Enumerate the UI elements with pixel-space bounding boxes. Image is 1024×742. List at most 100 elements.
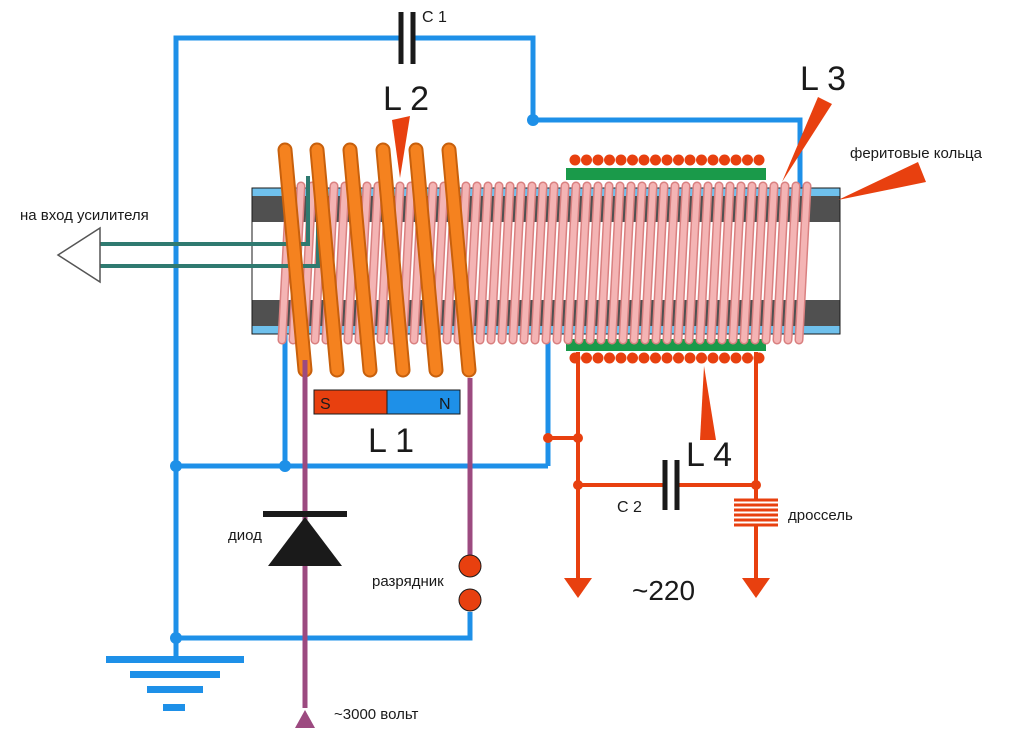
l4-turn-bead: [753, 154, 765, 166]
l3-turn-highlight: [763, 183, 777, 343]
l3-turn-highlight: [554, 183, 568, 343]
l4-turn-bead: [719, 154, 730, 166]
label-l4: L 4: [686, 436, 732, 474]
l4-turn-bead: [742, 352, 753, 364]
l4-turn-bead: [673, 352, 684, 364]
magnet-l1: [313, 389, 461, 415]
l3-turn-highlight: [664, 183, 678, 343]
label-diode: диод: [228, 527, 262, 544]
l3-turn-highlight: [587, 183, 601, 343]
l4-turn-bead: [581, 154, 592, 166]
l4-turn-bead: [742, 154, 753, 166]
mains-arrow-right: [742, 578, 770, 598]
l4-turn-bead: [684, 352, 696, 364]
label-spark-gap: разрядник: [372, 573, 444, 590]
l3-turn-highlight: [532, 183, 546, 343]
l4-turn-bead: [707, 154, 719, 166]
ground-symbol: [106, 656, 244, 711]
label-c1: С 1: [422, 9, 447, 26]
label-l3: L 3: [800, 60, 846, 98]
label-choke: дроссель: [788, 507, 853, 524]
l3-turn-highlight: [543, 183, 557, 343]
l2-turn-face: [410, 144, 442, 376]
l4-turn-bead: [638, 154, 650, 166]
l3-turn-highlight: [631, 183, 645, 343]
l4-turn-bead: [569, 154, 581, 166]
l4-turn-bead: [650, 154, 661, 166]
l4-turn-bead: [615, 352, 627, 364]
l3-turn-highlight: [609, 183, 623, 343]
l4-turn-bead: [730, 154, 742, 166]
l4-turn-bead: [730, 352, 742, 364]
mains-arrow-left: [564, 578, 592, 598]
l4-turn-bead: [661, 154, 673, 166]
l4-turn-bead: [650, 352, 661, 364]
l3-turn-highlight: [774, 183, 788, 343]
magnet-n-label: N: [439, 396, 451, 413]
l3-turn-highlight: [697, 183, 711, 343]
l3-turn-highlight: [675, 183, 689, 343]
l3-turn-highlight: [642, 183, 656, 343]
l4-turn-bead: [581, 352, 592, 364]
l4-turn-bead: [604, 154, 615, 166]
l4-turn-bead: [661, 352, 673, 364]
l3-turn-highlight: [752, 183, 766, 343]
l3-turn-highlight: [719, 183, 733, 343]
l4-turn-bead: [696, 352, 707, 364]
l4-band-top: [566, 168, 766, 180]
coil-l4-windings: [569, 154, 765, 364]
l3-turn-highlight: [565, 183, 579, 343]
l3-turn-highlight: [686, 183, 700, 343]
junction-dots-blue: [170, 114, 539, 644]
l4-turn-bead: [707, 352, 719, 364]
l4-turn-bead: [592, 154, 604, 166]
capacitor-c2: [662, 460, 680, 510]
l2-turn-face: [344, 144, 376, 376]
capacitor-c1: [398, 12, 416, 64]
label-high-voltage: ~3000 вольт: [334, 706, 419, 723]
spark-gap: [458, 554, 482, 612]
l3-turn-highlight: [785, 183, 799, 343]
l4-turn-bead: [719, 352, 730, 364]
l3-turn-highlight: [796, 183, 810, 343]
l2-turn-face: [311, 144, 343, 376]
label-c2: С 2: [617, 499, 642, 516]
label-mains: ~220: [632, 575, 695, 606]
l3-turn-highlight: [708, 183, 722, 343]
choke-coil: [734, 498, 778, 527]
magnet-s-label: S: [320, 396, 331, 413]
l3-turn-highlight: [653, 183, 667, 343]
l3-turn-highlight: [477, 183, 491, 343]
label-l1: L 1: [368, 422, 414, 460]
l4-turn-bead: [696, 154, 707, 166]
hv-arrow: [295, 710, 315, 728]
l4-turn-bead: [604, 352, 615, 364]
label-l2: L 2: [383, 80, 429, 118]
label-ferrite: феритовые кольца: [850, 145, 983, 162]
l3-turn-highlight: [730, 183, 744, 343]
amplifier-input-wires: [56, 176, 320, 284]
blue-wiring: [173, 35, 803, 658]
l4-turn-bead: [592, 352, 604, 364]
l3-turn-highlight: [620, 183, 634, 343]
l3-turn-highlight: [741, 183, 755, 343]
l2-turn-face: [443, 144, 475, 376]
diode-symbol: [263, 511, 347, 566]
l2-turn-face: [279, 144, 311, 376]
l3-turn-highlight: [576, 183, 590, 343]
l4-turn-bead: [673, 154, 684, 166]
l3-turn-highlight: [499, 183, 513, 343]
l4-turn-bead: [615, 154, 627, 166]
l2-turn-face: [377, 144, 409, 376]
l4-turn-bead: [627, 154, 638, 166]
l4-turn-bead: [638, 352, 650, 364]
l3-turn-highlight: [521, 183, 535, 343]
l4-turn-bead: [627, 352, 638, 364]
coil-l2-windings: [277, 142, 477, 378]
l4-turn-bead: [684, 154, 696, 166]
junction-dots-red: [543, 433, 761, 490]
l3-turn-highlight: [510, 183, 524, 343]
l3-turn-highlight: [598, 183, 612, 343]
l3-turn-highlight: [488, 183, 502, 343]
